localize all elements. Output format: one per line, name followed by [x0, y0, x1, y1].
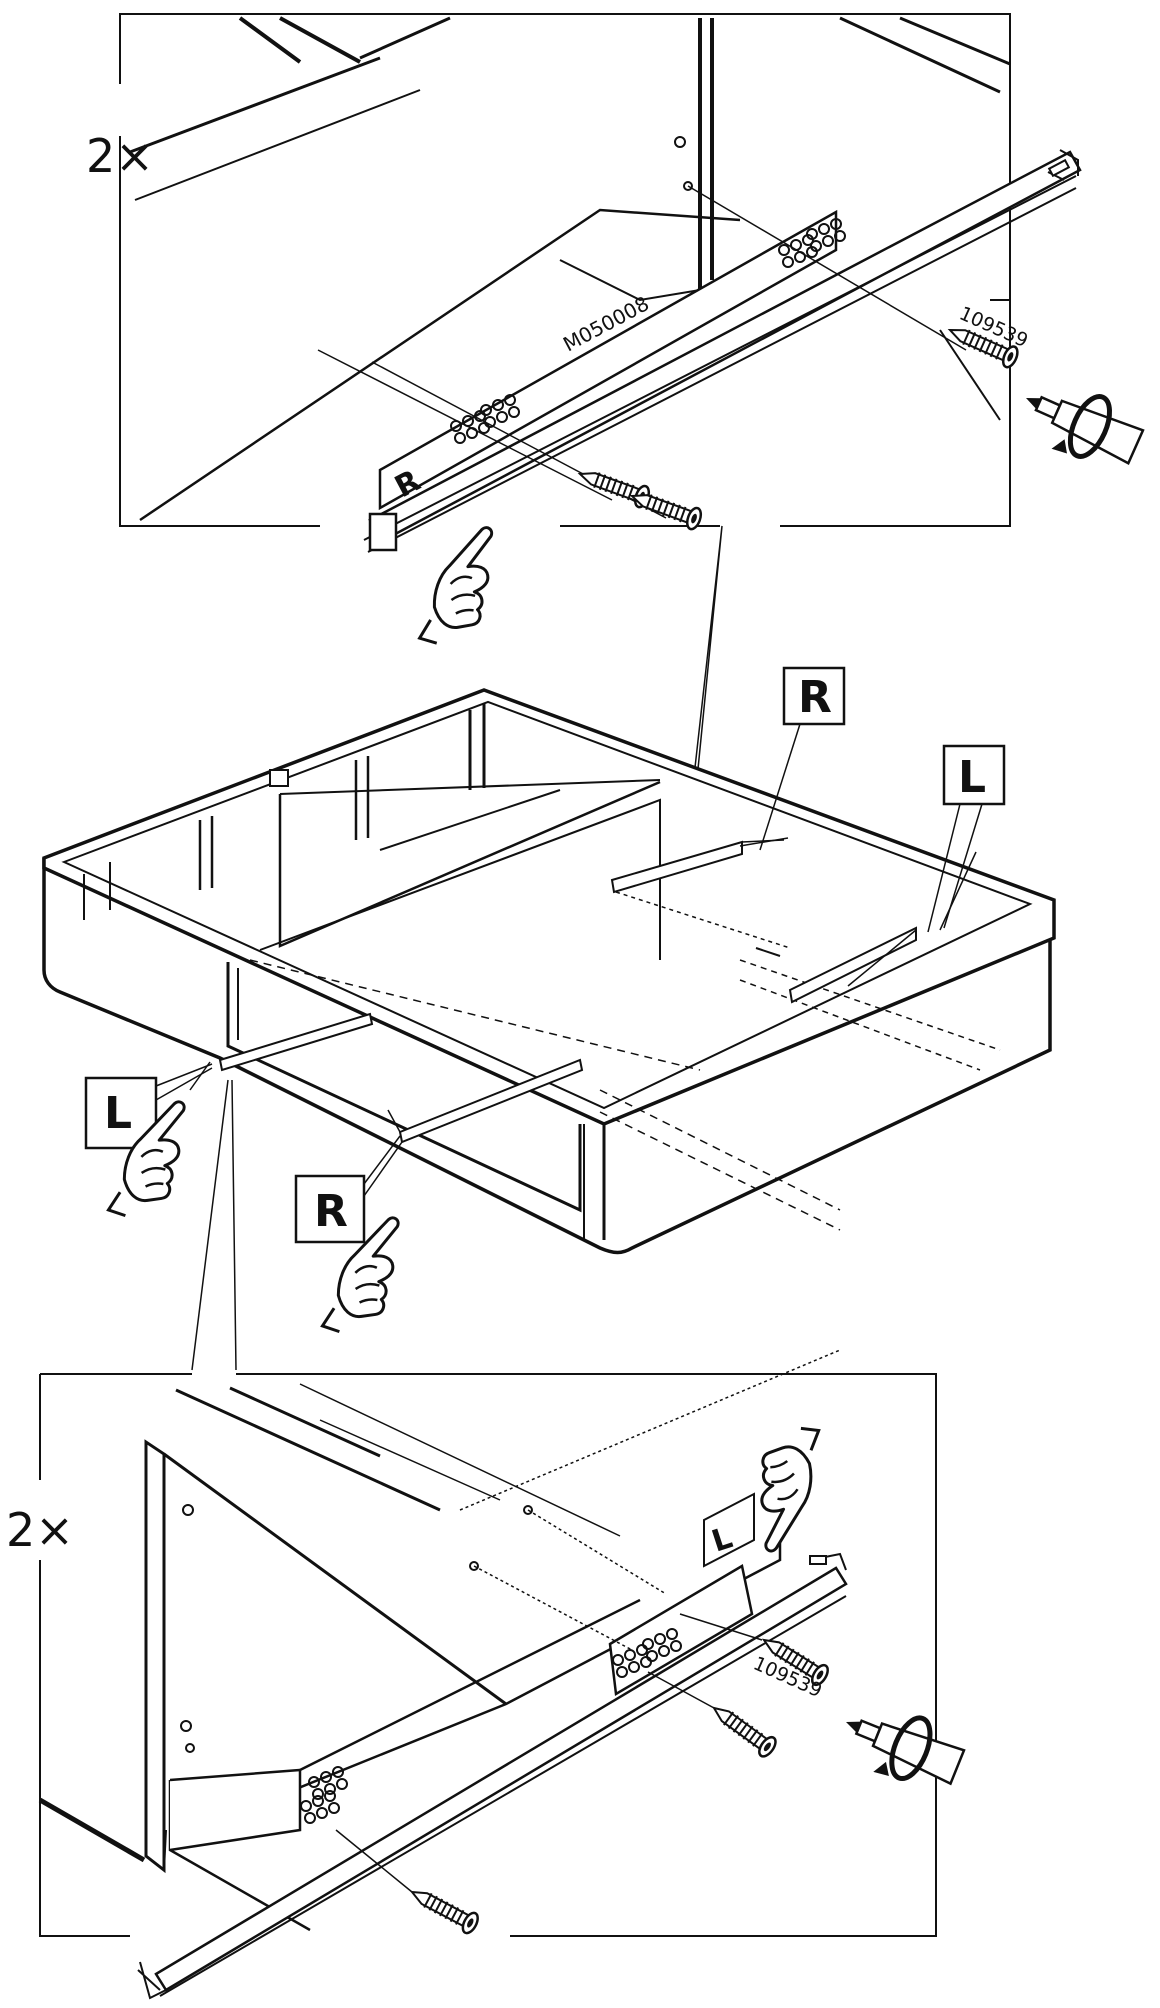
screwdriver-rotate-icon — [1011, 369, 1148, 480]
overview-label-r-top: R — [759, 666, 846, 851]
overview-label-r-left: R — [294, 1135, 403, 1244]
top-cabinet-panels — [129, 16, 1011, 522]
top-drawer-runner — [363, 149, 1082, 553]
bottom-guide-lines — [459, 1349, 841, 1651]
overview-label-text: R — [798, 672, 832, 723]
screw-icon — [706, 1697, 780, 1761]
screw-icon — [405, 1881, 482, 1937]
top-quantity-label: 2× — [86, 129, 154, 183]
overview-bed-base — [42, 688, 1056, 1255]
bottom-detail-panel: 2× L — [6, 1349, 970, 2000]
overview-label-l-left: L — [84, 1063, 213, 1150]
bottom-drawer-runner — [137, 1552, 848, 2000]
overview-label-text: R — [314, 1186, 348, 1237]
overview-label-l-right: L — [927, 744, 1006, 933]
screwdriver-rotate-icon — [833, 1692, 970, 1800]
bottom-drawer-box — [168, 1540, 782, 1932]
overview-label-text: L — [104, 1088, 132, 1139]
bottom-callout-lines — [191, 1079, 237, 1371]
top-mounting-plate: R M050008 — [378, 209, 846, 511]
bottom-mounting-plate: L — [608, 1492, 755, 1697]
bottom-quantity-label: 2× — [6, 1503, 74, 1557]
top-detail-panel: 2× R M050008 — [86, 13, 1149, 648]
pointing-hand-icon — [401, 525, 511, 648]
overview-label-text: L — [958, 752, 986, 803]
bottom-side-panel — [38, 1383, 621, 1874]
